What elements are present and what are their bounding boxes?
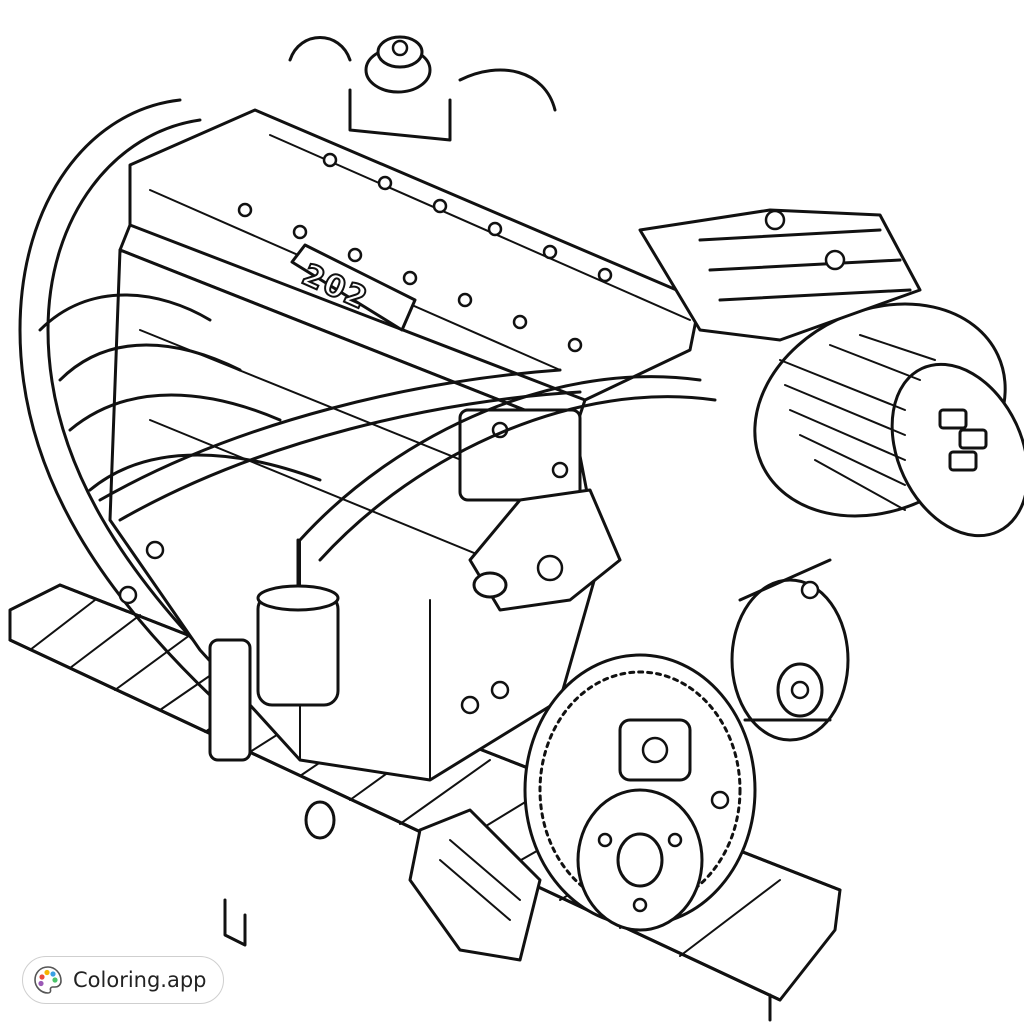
coloring-app-badge[interactable]: Coloring.app: [22, 956, 224, 1004]
starter-motor: [304, 800, 542, 962]
alternator: [730, 558, 850, 742]
ignition-coil: [208, 538, 340, 762]
oil-filler-cap: [288, 35, 557, 142]
air-filter: [753, 302, 1024, 538]
main-hose: [18, 98, 234, 702]
bolts: [118, 540, 820, 810]
brand-label: Coloring.app: [73, 968, 207, 992]
intake-manifold: [638, 208, 922, 342]
timing-gear: [523, 653, 757, 932]
thermostat-housing: [468, 488, 622, 612]
spark-plug-wires: [38, 293, 717, 562]
palette-icon: [34, 966, 62, 994]
